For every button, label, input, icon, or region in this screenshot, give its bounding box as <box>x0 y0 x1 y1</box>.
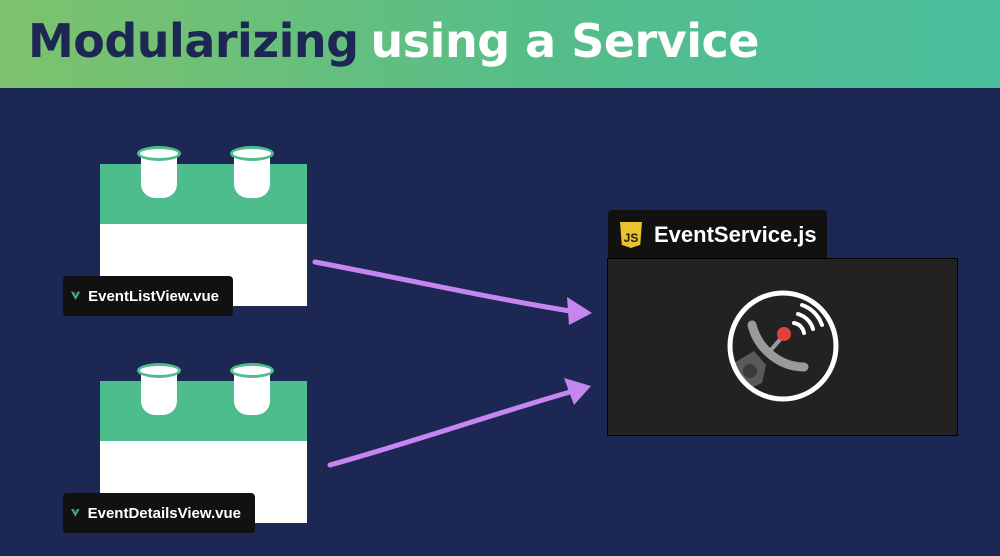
arrowhead-bottom-icon <box>564 378 591 405</box>
block-stud <box>230 146 274 200</box>
vue-logo-icon <box>71 509 80 517</box>
block-stud <box>137 146 181 200</box>
event-service-tab: JS EventService.js <box>608 210 827 260</box>
event-list-view-tag: EventListView.vue <box>63 276 233 316</box>
component-label: EventDetailsView.vue <box>87 504 241 522</box>
block-stud <box>137 363 181 417</box>
arrow-line-top <box>312 259 573 314</box>
block-top <box>100 381 307 441</box>
vue-logo-icon <box>71 291 81 300</box>
event-service-panel <box>607 258 958 436</box>
block-stud <box>230 363 274 417</box>
component-block-event-list <box>100 146 307 306</box>
title-part-1: Modularizing <box>28 14 359 68</box>
arrow-line-bottom <box>327 389 573 468</box>
arrowhead-top-icon <box>567 297 592 325</box>
satellite-dish-icon <box>727 290 839 402</box>
js-file-icon: JS <box>620 222 642 248</box>
service-label: EventService.js <box>654 222 817 247</box>
event-details-view-tag: EventDetailsView.vue <box>63 493 255 533</box>
component-label: EventListView.vue <box>88 287 219 305</box>
title-part-2: using a Service <box>370 14 760 68</box>
block-top <box>100 164 307 224</box>
